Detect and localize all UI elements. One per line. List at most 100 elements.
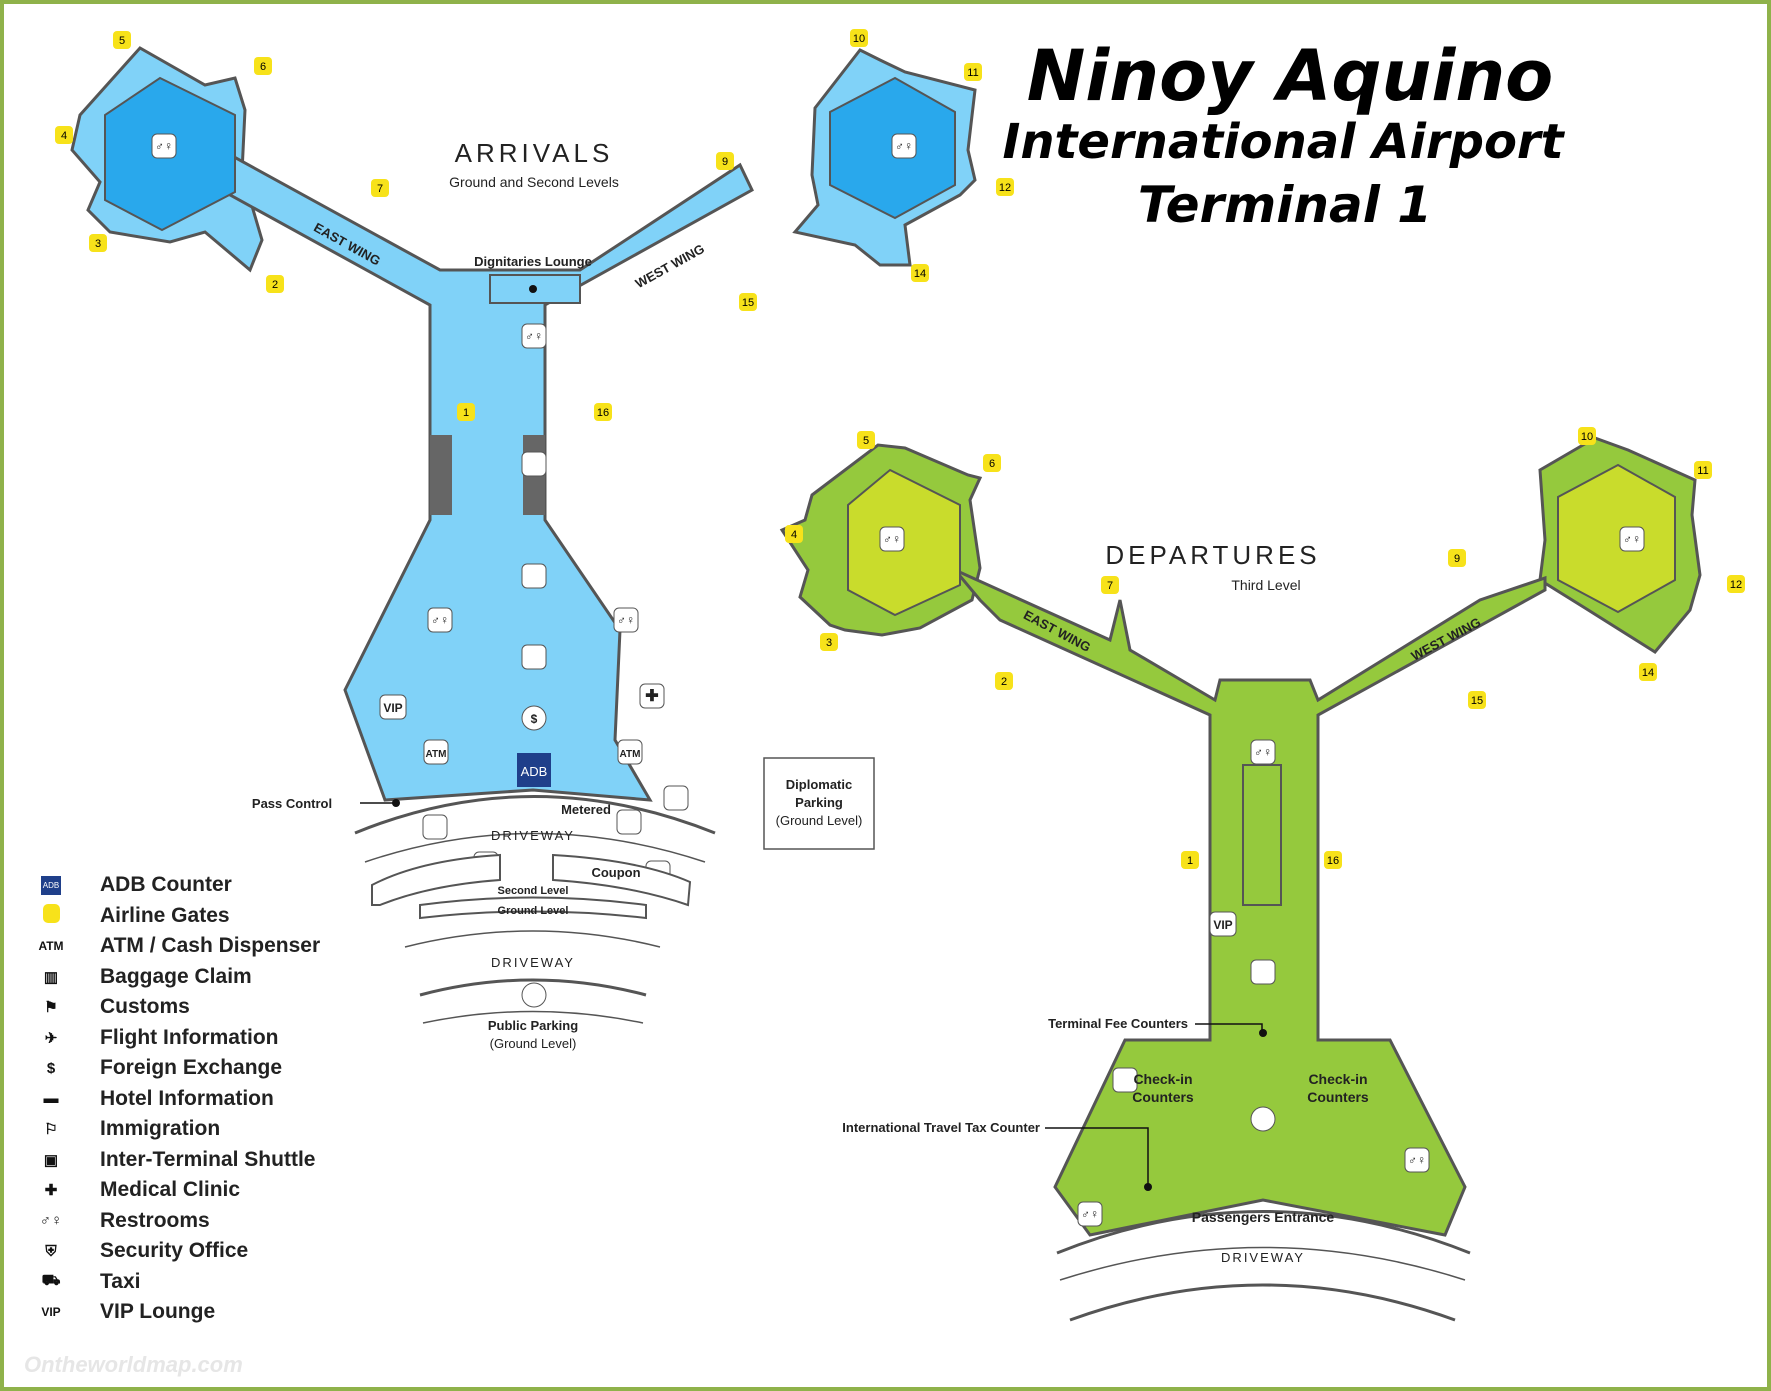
legend-item: ⛨Security Office	[34, 1236, 320, 1267]
departures-gate-9[interactable]: 9	[1448, 549, 1466, 567]
arrivals-gate-1[interactable]: 1	[457, 403, 475, 421]
gate-badge	[594, 403, 612, 421]
restroom-icon[interactable]	[1077, 1201, 1103, 1227]
departures-gate-4[interactable]: 4	[785, 525, 803, 543]
adb-counter[interactable]	[517, 753, 551, 787]
gate-badge	[55, 126, 73, 144]
gate-badge	[1324, 851, 1342, 869]
gate-number: 15	[742, 297, 754, 309]
flight-info-icon[interactable]	[521, 982, 547, 1008]
exchange-icon[interactable]	[521, 705, 547, 731]
legend-label: ATM / Cash Dispenser	[100, 934, 321, 958]
departures-gate-2[interactable]: 2	[995, 672, 1013, 690]
departures-gate-10[interactable]: 10	[1578, 427, 1596, 445]
immigration-icon[interactable]	[521, 451, 547, 477]
gate-badge	[785, 525, 803, 543]
gate-badge	[996, 178, 1014, 196]
shuttle-icon[interactable]	[422, 814, 448, 840]
immigration-icon[interactable]	[1250, 959, 1276, 985]
arrivals-gate-2[interactable]: 2	[266, 275, 284, 293]
legend-item: ▬Hotel Information	[34, 1084, 320, 1115]
restroom-icon[interactable]	[1250, 739, 1276, 765]
restroom-icon[interactable]	[879, 526, 905, 552]
arrivals-gate-14[interactable]: 14	[911, 264, 929, 282]
gate-number: 5	[863, 435, 869, 447]
arrivals-driveways	[354, 795, 716, 1024]
legend-label: Immigration	[100, 1117, 221, 1141]
arrivals-gate-16[interactable]: 16	[594, 403, 612, 421]
arrivals-gate-11[interactable]: 11	[964, 63, 982, 81]
flight-info-icon[interactable]	[1250, 1106, 1276, 1132]
arrivals-gate-12[interactable]: 12	[996, 178, 1014, 196]
departures-gate-12[interactable]: 12	[1727, 575, 1745, 593]
departures-gate-7[interactable]: 7	[1101, 576, 1119, 594]
gate-number: 10	[853, 33, 865, 45]
legend-label: Baggage Claim	[100, 964, 252, 988]
departures-gate-15[interactable]: 15	[1468, 691, 1486, 709]
arrivals-gate-7[interactable]: 7	[371, 179, 389, 197]
gate-number: 3	[826, 637, 832, 649]
legend-item: ▥Baggage Claim	[34, 962, 320, 993]
gate-badge	[457, 403, 475, 421]
departures-gate-16[interactable]: 16	[1324, 851, 1342, 869]
gate-badge	[1101, 576, 1119, 594]
gate-badge	[254, 57, 272, 75]
medical-icon[interactable]	[639, 683, 665, 709]
security-icon[interactable]	[1112, 1067, 1138, 1093]
arrivals-gate-10[interactable]: 10	[850, 29, 868, 47]
atm-label: ATM	[620, 749, 641, 760]
ground-level-label: Ground Level	[498, 905, 569, 917]
atm-icon[interactable]	[423, 739, 449, 765]
vip-icon[interactable]	[379, 694, 407, 720]
customs-icon[interactable]	[521, 644, 547, 670]
legend-item: Airline Gates	[34, 901, 320, 932]
gate-number: 14	[914, 268, 926, 280]
adb-label: ADB	[521, 764, 548, 779]
vip-icon[interactable]	[1209, 911, 1237, 937]
taxi-icon[interactable]	[616, 809, 642, 835]
departures-gate-14[interactable]: 14	[1639, 663, 1657, 681]
gate-number: 10	[1581, 431, 1593, 443]
atm-label: ATM	[426, 749, 447, 760]
arrivals-gate-4[interactable]: 4	[55, 126, 73, 144]
arrivals-gate-15[interactable]: 15	[739, 293, 757, 311]
departures-gate-11[interactable]: 11	[1694, 461, 1712, 479]
legend-item: ✚Medical Clinic	[34, 1175, 320, 1206]
gate-number: 7	[377, 183, 383, 195]
title-line1: Ninoy Aquino	[1027, 35, 1554, 117]
restroom-icon[interactable]	[1619, 526, 1645, 552]
restroom-icon[interactable]	[891, 133, 917, 159]
gate-badge	[1181, 851, 1199, 869]
metered-label: Metered	[561, 802, 611, 817]
departures-gate-6[interactable]: 6	[983, 454, 1001, 472]
restroom-icon[interactable]	[613, 607, 639, 633]
restroom-icon[interactable]	[151, 133, 177, 159]
legend-item: ⚑Customs	[34, 992, 320, 1023]
atm-icon[interactable]	[617, 739, 643, 765]
restroom-glyph: ♂♀	[1408, 1153, 1426, 1167]
restroom-icon[interactable]	[521, 323, 547, 349]
legend-label: Foreign Exchange	[100, 1056, 283, 1080]
departures-gate-1[interactable]: 1	[1181, 851, 1199, 869]
arrivals-gate-6[interactable]: 6	[254, 57, 272, 75]
security-icon[interactable]	[663, 785, 689, 811]
departures-gate-5[interactable]: 5	[857, 431, 875, 449]
passengers-entrance-label: Passengers Entrance	[1192, 1209, 1335, 1225]
restroom-icon[interactable]	[1404, 1147, 1430, 1173]
arrivals-gate-9[interactable]: 9	[716, 152, 734, 170]
departures-gate-3[interactable]: 3	[820, 633, 838, 651]
gate-number: 2	[1001, 676, 1007, 688]
coupon-label: Coupon	[591, 865, 640, 880]
restroom-icon[interactable]	[427, 607, 453, 633]
public-parking-level: (Ground Level)	[490, 1036, 577, 1051]
hotel-icon: ▬	[43, 1090, 59, 1108]
baggage-icon[interactable]	[521, 563, 547, 589]
arrivals-gate-5[interactable]: 5	[113, 31, 131, 49]
restroom-glyph: ♂♀	[1623, 532, 1641, 546]
gate-number: 1	[463, 407, 469, 419]
legend-item: ⚐Immigration	[34, 1114, 320, 1145]
departures-subheading: Third Level	[1231, 577, 1300, 593]
arrivals-gate-3[interactable]: 3	[89, 234, 107, 252]
